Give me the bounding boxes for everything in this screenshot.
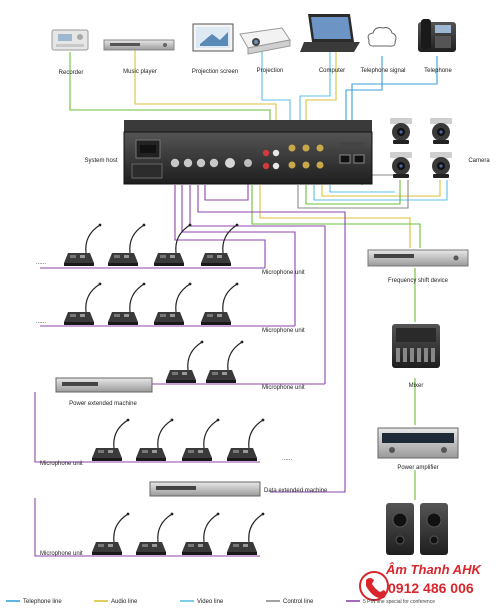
legend-label: Audio line <box>111 599 138 605</box>
music-player-icon <box>103 39 175 51</box>
telephone-icon <box>418 19 456 52</box>
camera-video-line <box>329 185 395 193</box>
speaker-icon <box>420 503 448 555</box>
recorder-label: Recorder <box>59 70 84 76</box>
camera-audio-line <box>321 180 441 197</box>
camera-control-line-2 <box>297 180 409 209</box>
pin5-line <box>174 185 266 268</box>
microphone-unit <box>181 418 220 462</box>
power-extended-machine <box>55 377 153 393</box>
pin5-line <box>197 185 346 493</box>
microphone-unit <box>63 282 103 326</box>
legend: Telephone line Audio line Video line Contro… <box>6 599 435 605</box>
microphone-unit-label: Microphone unit <box>40 461 83 467</box>
microphone-unit <box>205 340 244 384</box>
microphone-unit <box>91 511 130 556</box>
telephone-line <box>351 56 438 132</box>
power-amplifier-unit <box>377 427 459 459</box>
power-amplifier-label: Power amplifier <box>397 465 438 471</box>
camera-icons <box>390 118 452 178</box>
host-to-frequency-shift <box>259 185 411 248</box>
connection-wires <box>34 48 448 557</box>
pin5-line <box>181 185 296 326</box>
microphone-unit <box>200 282 239 326</box>
more-units-ellipsis: ...... <box>36 260 46 266</box>
microphone-unit-label: Microphone unit <box>262 385 305 391</box>
microphone-unit <box>107 282 146 326</box>
microphone-unit-label: Microphone unit <box>262 328 305 334</box>
pin5-line <box>34 498 260 557</box>
pin5-line <box>34 392 260 463</box>
telephone-signal-label: Telephone signal <box>360 68 405 74</box>
legend-label: Telephone line <box>23 599 62 605</box>
host-to-frequency-shift-2 <box>251 185 421 248</box>
camera-label: Camera <box>468 158 490 164</box>
microphone-unit <box>226 511 265 556</box>
microphone-unit <box>107 223 146 267</box>
mixer-unit <box>392 324 440 368</box>
speaker-icons <box>386 503 448 555</box>
system-host-unit <box>123 120 373 185</box>
brand-phone: 0912 486 006 <box>388 580 474 596</box>
more-units-ellipsis: ...... <box>282 456 292 462</box>
speaker-icon <box>386 503 414 555</box>
music-player-label: Music player <box>123 69 157 75</box>
microphone-unit <box>165 340 204 384</box>
data-extended-machine <box>149 481 261 497</box>
camera-icon <box>430 118 452 144</box>
camera-green-line <box>305 180 401 205</box>
legend-label: Control line <box>283 599 314 605</box>
projection-screen-icon <box>192 23 234 52</box>
brand-name: Âm Thanh AHK <box>385 562 482 577</box>
projection-screen-label: Projection screen <box>192 69 238 75</box>
data-extended-label: Data extended machine <box>264 488 328 494</box>
mixer-label: Mixer <box>409 383 424 389</box>
frequency-shift-unit <box>367 249 469 267</box>
microphone-unit <box>153 223 192 267</box>
microphone-unit-label: Microphone unit <box>40 551 83 557</box>
microphone-unit <box>135 418 174 462</box>
power-extended-label: Power extended machine <box>69 401 137 407</box>
microphone-unit <box>200 223 239 267</box>
camera-icon <box>390 118 412 144</box>
more-units-ellipsis: ...... <box>36 319 46 325</box>
frequency-shift-label: Frequency shift device <box>388 278 449 284</box>
microphone-unit <box>63 223 103 267</box>
music-audio-line <box>134 50 277 132</box>
microphone-unit <box>91 418 130 462</box>
legend-label: 5 PIN line special for conference <box>363 599 435 605</box>
brand-badge: Âm Thanh AHK 0912 486 006 <box>359 562 482 601</box>
projector-icon <box>239 27 291 55</box>
microphone-unit <box>153 282 192 326</box>
recorder-icon <box>51 29 89 51</box>
computer-audio-line <box>305 52 337 132</box>
camera-icon <box>430 152 452 178</box>
telephone-signal-icon <box>367 27 397 47</box>
computer-label: Computer <box>319 68 345 74</box>
microphone-unit-label: Microphone unit <box>262 270 305 276</box>
pin5-line <box>189 185 326 384</box>
projection-video-line <box>261 48 291 132</box>
camera-video-line-2 <box>313 180 448 201</box>
projection-label: Projection <box>257 68 284 74</box>
computer-icon <box>300 14 360 52</box>
microphone-unit <box>226 418 265 462</box>
telephone-line <box>345 56 383 132</box>
telephone-label: Telephone <box>424 68 452 74</box>
camera-icon <box>390 152 412 178</box>
microphone-unit <box>135 511 174 556</box>
computer-video-line <box>299 52 331 132</box>
legend-label: Video line <box>197 599 224 605</box>
system-host-label: System host <box>84 158 117 164</box>
microphone-unit <box>181 511 220 556</box>
